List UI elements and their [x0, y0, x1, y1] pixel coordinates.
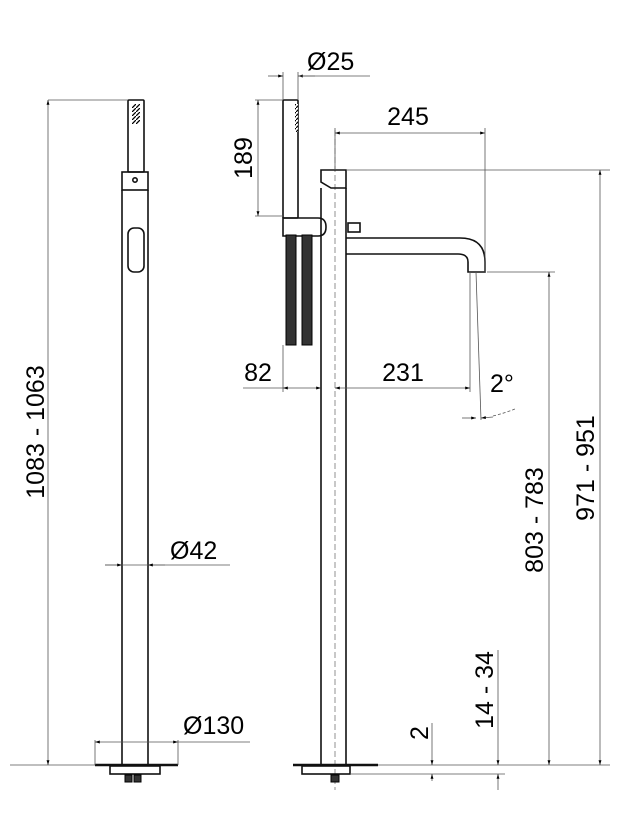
water-jet-line	[475, 271, 482, 421]
holder-screw	[132, 177, 139, 184]
dim-spout-reach: 245	[387, 103, 429, 131]
dim-pipe-diameter: Ø42	[170, 537, 217, 565]
nut	[124, 774, 133, 783]
base-plate	[301, 765, 351, 775]
dim-holder-offset: 82	[244, 359, 272, 387]
dim-spout-projection: 231	[382, 359, 424, 387]
nut	[330, 774, 340, 783]
nut	[133, 774, 142, 783]
diverter-knob	[347, 222, 361, 233]
dim-plate-thickness: 2	[406, 726, 434, 740]
shower-holder	[282, 217, 327, 237]
base-plate	[109, 765, 161, 775]
front-view: 1083 - 1063 Ø42 Ø130	[10, 99, 250, 783]
hose	[301, 234, 313, 346]
dim-hand-shower-diameter: Ø25	[307, 48, 354, 76]
holder-block	[121, 171, 149, 191]
dim-hand-shower-length: 189	[230, 137, 258, 179]
mixer-cap	[320, 169, 347, 189]
dim-overall-height: 1083 - 1063	[22, 365, 50, 498]
dim-top-height: 971 - 951	[572, 415, 600, 521]
dim-base-diameter: Ø130	[183, 712, 244, 740]
spout	[346, 237, 486, 273]
dim-spout-height: 803 - 783	[521, 467, 549, 573]
dim-floor-adjust: 14 - 34	[471, 651, 499, 729]
dim-spout-angle: 2°	[490, 370, 514, 398]
side-view: Ø25 189 245 82 231 2° 971 - 951 803	[230, 48, 610, 790]
hose	[285, 234, 297, 346]
shower-nozzles	[132, 104, 140, 124]
outlet-oval	[127, 227, 145, 273]
